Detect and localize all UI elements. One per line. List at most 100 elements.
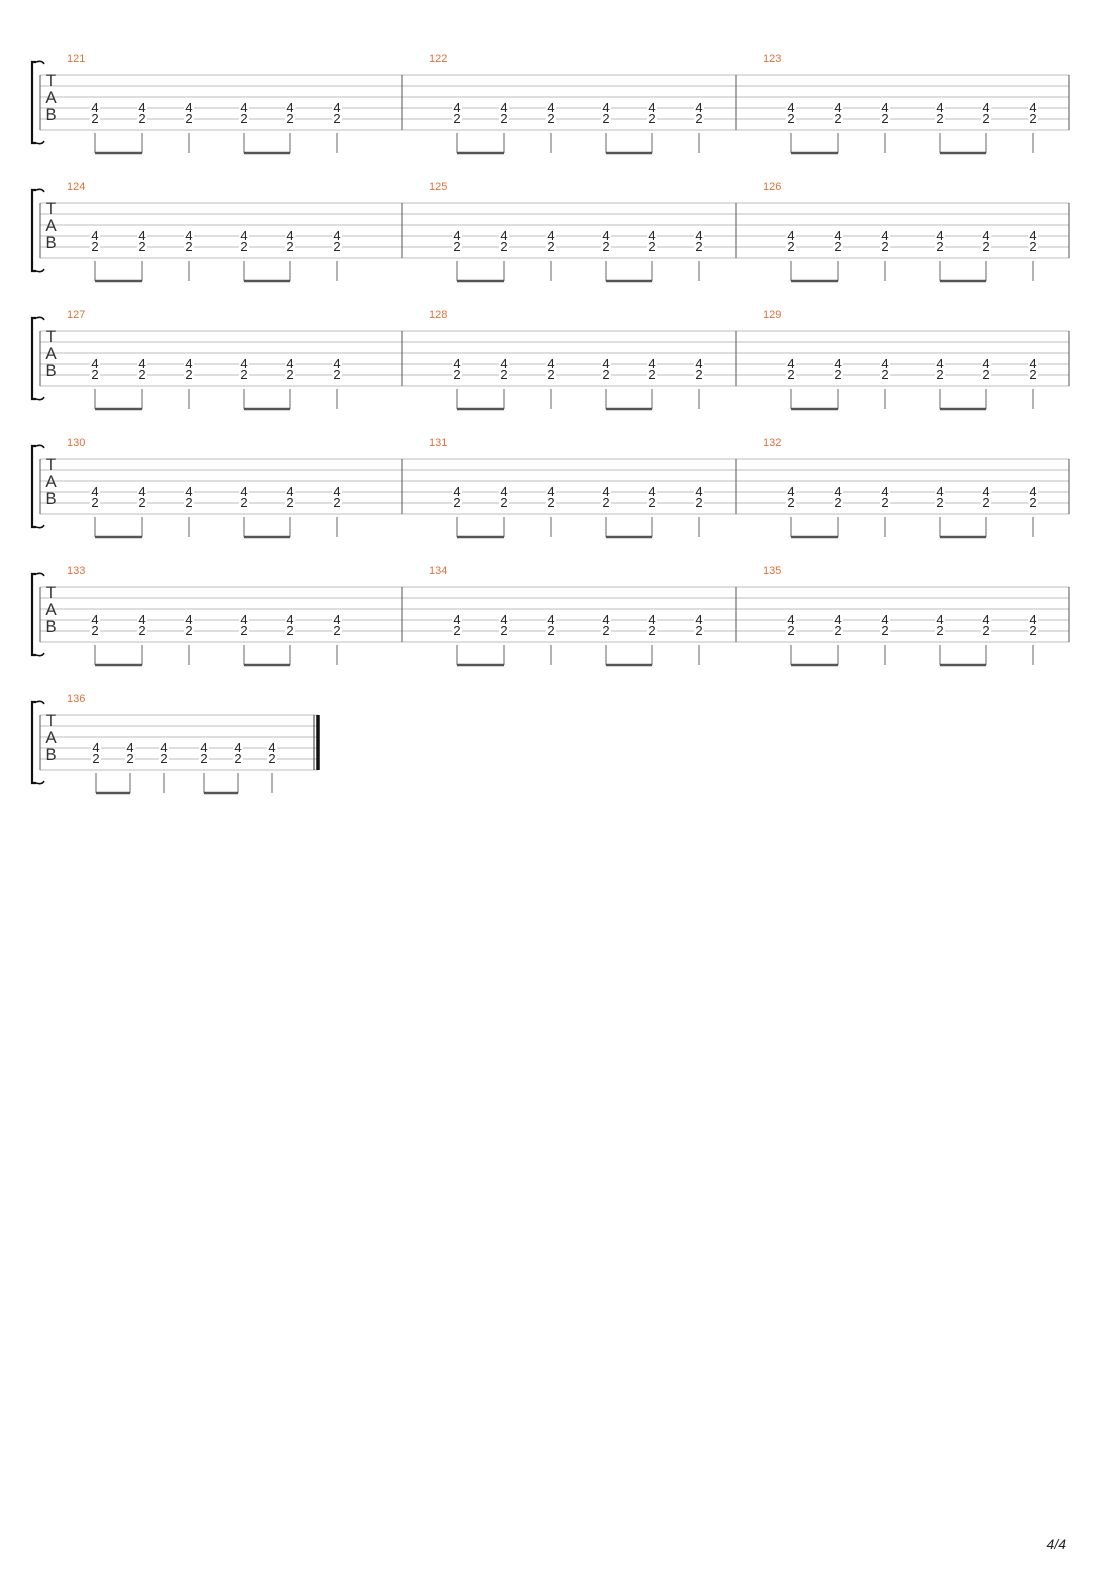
fret-number: 4 [138,612,145,627]
fret-number: 4 [138,100,145,115]
tab-clef-letter: T [46,455,56,474]
brace-hook-bottom [35,780,45,785]
fret-number: 2 [286,495,293,510]
fret-number: 4 [1029,100,1036,115]
tab-clef-letter: T [46,583,56,602]
fret-number: 4 [695,228,702,243]
tab-clef-letter: A [45,600,57,619]
fret-number: 2 [834,239,841,254]
fret-bg [880,240,890,252]
fret-number: 4 [185,100,192,115]
measure-number: 129 [763,309,781,321]
fret-bg [786,624,796,636]
fret-number: 2 [240,623,247,638]
fret-number: 4 [936,612,943,627]
fret-number: 4 [160,740,167,755]
fret-number: 4 [453,100,460,115]
fret-number: 4 [881,228,888,243]
tab-clef-letter: T [46,711,56,730]
fret-bg [285,357,295,369]
fret-bg [935,112,945,124]
fret-number: 4 [500,612,507,627]
fret-number: 2 [695,367,702,382]
brace-hook-bottom [35,396,45,401]
fret-bg [285,101,295,113]
fret-bg [786,101,796,113]
fret-bg [647,496,657,508]
measure-number: 134 [429,565,447,577]
fret-number: 4 [834,484,841,499]
fret-number: 2 [333,111,340,126]
brace-hook-bottom [35,140,45,145]
tab-clef-letter: B [45,361,56,380]
fret-bg [90,496,100,508]
fret-bg [332,357,342,369]
fret-bg [546,496,556,508]
fret-bg [601,496,611,508]
fret-bg [935,485,945,497]
fret-bg [1028,485,1038,497]
fret-bg [267,752,277,764]
fret-number: 2 [648,367,655,382]
fret-bg [137,613,147,625]
tab-clef-letter: B [45,617,56,636]
measure-number: 125 [429,181,447,193]
brace-hook-bottom [35,268,45,273]
fret-bg [452,368,462,380]
fret-number: 2 [982,239,989,254]
fret-bg [239,112,249,124]
fret-bg [981,357,991,369]
measure-number: 127 [67,309,85,321]
fret-bg [137,368,147,380]
tab-clef-letter: T [46,71,56,90]
fret-number: 4 [453,228,460,243]
fret-bg [647,112,657,124]
fret-bg [880,229,890,241]
fret-bg [499,112,509,124]
fret-number: 2 [91,367,98,382]
fret-bg [499,357,509,369]
fret-bg [332,485,342,497]
fret-number: 2 [1029,495,1036,510]
tab-clef-letter: B [45,233,56,252]
fret-number: 2 [138,367,145,382]
fret-bg [833,240,843,252]
fret-bg [332,101,342,113]
fret-bg [184,240,194,252]
fret-number: 2 [185,367,192,382]
fret-bg [452,101,462,113]
fret-number: 2 [138,239,145,254]
fret-bg [935,240,945,252]
fret-bg [452,613,462,625]
fret-number: 2 [333,623,340,638]
fret-bg [546,101,556,113]
system-brace [30,572,36,657]
fret-number: 2 [648,111,655,126]
fret-number: 2 [500,239,507,254]
fret-bg [499,101,509,113]
fret-number: 4 [1029,228,1036,243]
fret-bg [694,229,704,241]
fret-bg [694,496,704,508]
fret-bg [332,368,342,380]
fret-bg [239,368,249,380]
fret-bg [694,368,704,380]
measure-number: 131 [429,437,447,449]
fret-bg [694,112,704,124]
fret-number: 4 [500,484,507,499]
fret-bg [332,496,342,508]
fret-bg [1028,101,1038,113]
page-number: 4/4 [1046,1536,1066,1552]
fret-number: 4 [695,100,702,115]
measure-number: 130 [67,437,85,449]
fret-bg [137,101,147,113]
fret-bg [833,485,843,497]
fret-number: 2 [333,239,340,254]
fret-number: 4 [787,100,794,115]
fret-number: 2 [936,623,943,638]
fret-number: 4 [286,484,293,499]
fret-number: 2 [500,623,507,638]
fret-bg [647,485,657,497]
measure-number: 126 [763,181,781,193]
fret-number: 4 [91,356,98,371]
